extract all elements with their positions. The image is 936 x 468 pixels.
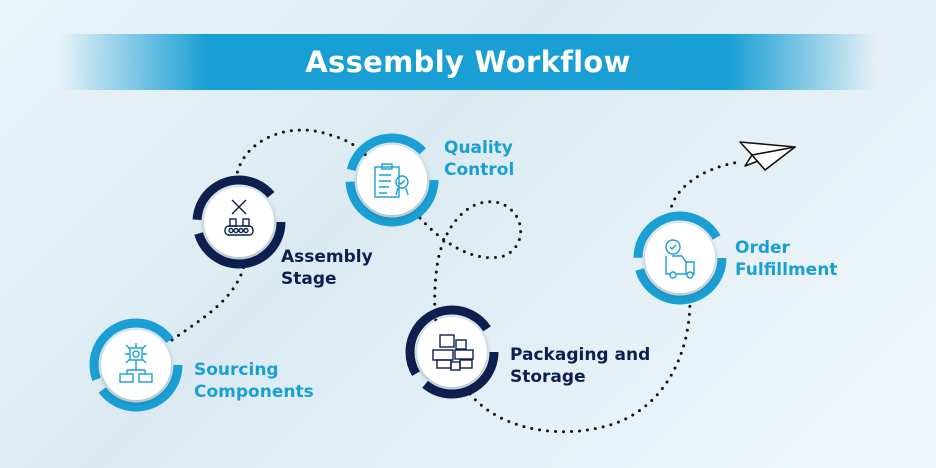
step-label-order: Order Fulfillment [735, 237, 837, 281]
step-node-assembly [192, 175, 286, 269]
paper-plane-icon [739, 141, 796, 171]
label-line: Packaging and [510, 345, 651, 365]
step-node-quality [345, 133, 439, 227]
clipboard-badge-icon [374, 163, 409, 198]
label-line: Stage [281, 269, 337, 289]
tools-conveyor-icon [224, 199, 254, 236]
label-line: Components [194, 382, 314, 402]
stacked-boxes-icon [432, 334, 474, 371]
delivery-truck-check-icon [665, 239, 695, 279]
step-label-quality: Quality Control [444, 137, 514, 181]
title-banner: Assembly Workflow [60, 34, 876, 90]
step-node-packaging [405, 305, 499, 399]
label-line: Assembly [281, 247, 373, 267]
label-line: Sourcing [194, 360, 279, 380]
step-node-sourcing [89, 318, 183, 412]
step-label-sourcing: Sourcing Components [194, 359, 314, 403]
step-label-packaging: Packaging and Storage [510, 344, 650, 388]
circuit-hierarchy-icon [119, 343, 153, 383]
label-line: Order [735, 238, 790, 258]
label-line: Fulfillment [735, 260, 838, 280]
label-line: Quality [444, 138, 513, 158]
page-title: Assembly Workflow [305, 45, 631, 79]
label-line: Storage [510, 367, 586, 387]
step-label-assembly: Assembly Stage [281, 246, 373, 290]
label-line: Control [444, 160, 515, 180]
step-node-order [633, 211, 727, 305]
